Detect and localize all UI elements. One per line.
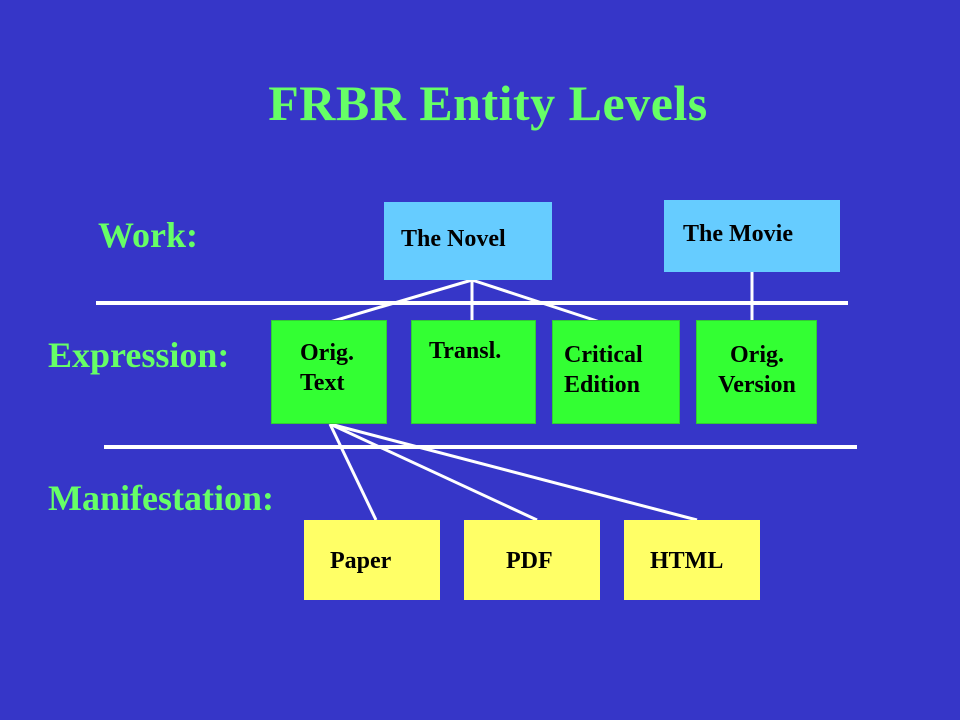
link-orig-text-pdf	[329, 422, 538, 522]
expression-box-critical: Critical Edition	[552, 320, 680, 424]
slide-title: FRBR Entity Levels	[268, 75, 708, 131]
link-novel-critical	[471, 278, 601, 324]
expression-label-orig-text: Orig. Text	[300, 340, 354, 396]
expression-box-orig-text: Orig. Text	[271, 320, 387, 424]
manifestation-label-html: HTML	[650, 548, 724, 574]
expression-label-critical: Critical Edition	[564, 342, 643, 398]
level-label-manifestation: Manifestation:	[48, 478, 274, 518]
link-novel-orig-text	[329, 278, 473, 324]
level-label-expression: Expression:	[48, 335, 230, 375]
expression-label-orig-version: Orig. Version	[718, 342, 796, 398]
expression-box-transl: Transl.	[411, 320, 536, 424]
manifestation-label-paper: Paper	[330, 548, 392, 574]
level-label-work: Work:	[98, 215, 199, 255]
work-label-novel: The Novel	[401, 226, 506, 252]
manifestation-box-pdf: PDF	[464, 520, 600, 600]
work-box-movie: The Movie	[664, 200, 840, 272]
work-label-movie: The Movie	[683, 221, 793, 247]
link-orig-text-paper	[328, 423, 378, 521]
expression-box-orig-version: Orig. Version	[696, 320, 817, 424]
manifestation-box-html: HTML	[624, 520, 760, 600]
expression-label-transl: Transl.	[429, 338, 502, 364]
link-orig-text-html	[329, 422, 698, 522]
work-box-novel: The Novel	[384, 202, 552, 280]
manifestation-box-paper: Paper	[304, 520, 440, 600]
manifestation-label-pdf: PDF	[506, 548, 553, 574]
